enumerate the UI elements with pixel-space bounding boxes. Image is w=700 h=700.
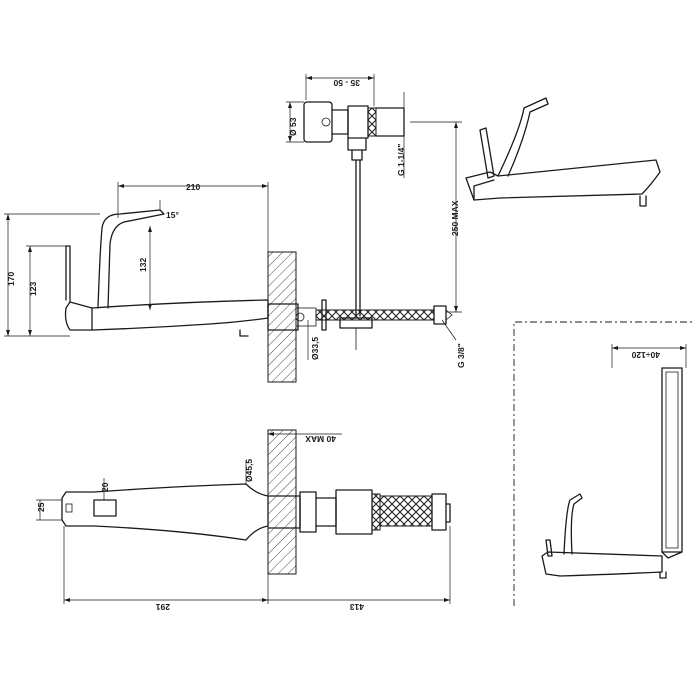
dim-15deg: 15°: [166, 210, 179, 220]
dim-40-120: 40÷120: [631, 350, 660, 360]
wall-panel: [661, 367, 683, 553]
wall-option-view: 40÷120: [513, 321, 694, 606]
dim-210: 210: [186, 182, 200, 192]
dim-35-50: 35 - 50: [333, 78, 360, 88]
dim-132: 132: [138, 258, 148, 272]
wall-section-side: [267, 251, 297, 383]
dim-g38: G 3/8": [456, 343, 466, 368]
dim-33-5: Ø33,5: [310, 337, 320, 360]
braided-hose-top: [379, 495, 433, 527]
braided-hose-side: [315, 309, 435, 321]
dim-45-5: Ø45,5: [244, 459, 254, 482]
trap-pipe: [355, 159, 361, 317]
spout-body-top: [61, 483, 269, 541]
top-view: 40 MAX Ø45,5 25 20 291 413: [36, 429, 451, 612]
faucet-small: [541, 551, 663, 577]
lever-handle-side: [97, 209, 165, 309]
dim-25: 25: [36, 502, 46, 512]
spout-body-side: [64, 299, 269, 331]
dim-40-max: 40 MAX: [305, 434, 336, 444]
dim-291: 291: [156, 602, 170, 612]
dashed-border: [513, 321, 694, 606]
dim-413: 413: [350, 602, 364, 612]
dim-g114: G 1-1/4": [396, 144, 406, 176]
dim-20: 20: [100, 482, 110, 492]
dim-250-max: 250 MAX: [450, 200, 460, 236]
side-view: 210 15° 170 123 132 Ø33,5 G 3/8": [4, 159, 466, 383]
dim-170: 170: [6, 272, 16, 286]
faucet-perspective: [465, 159, 661, 201]
wall-section-top: [267, 429, 297, 575]
dim-53: Ø 53: [288, 117, 298, 136]
dim-123: 123: [28, 282, 38, 296]
perspective-view: [465, 97, 661, 207]
drain-detail: Ø 53 35 - 50 G 1-1/4" 250 MAX: [286, 74, 462, 313]
